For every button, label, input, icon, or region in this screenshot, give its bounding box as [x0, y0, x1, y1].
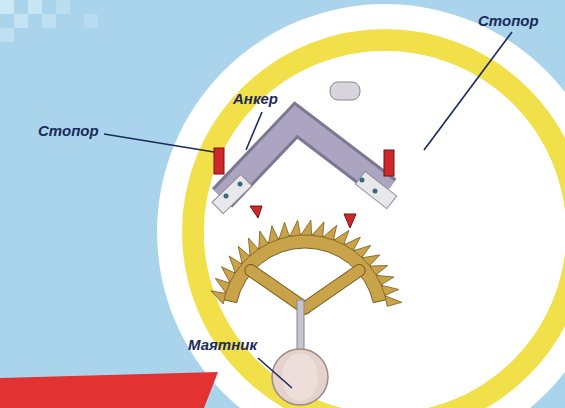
- pendulum: [272, 300, 328, 405]
- pallet: [344, 214, 356, 228]
- part-label: Маятник: [188, 336, 257, 354]
- leader-line: [258, 358, 292, 388]
- leader-line: [104, 134, 214, 152]
- stop-block: [384, 150, 394, 176]
- part-label: Стопор: [38, 122, 99, 140]
- part-label: Анкер: [233, 90, 278, 108]
- red-band: [0, 372, 218, 408]
- inner-disc: [204, 51, 565, 408]
- leader-line: [424, 32, 512, 150]
- part-label: Стопор: [478, 12, 539, 30]
- leader-lines: [104, 32, 512, 388]
- stop-block: [214, 148, 224, 174]
- pixel-decoration: [0, 0, 98, 42]
- anchor: [212, 82, 397, 228]
- escape-wheel: [211, 220, 402, 308]
- leader-line: [246, 112, 262, 150]
- pallet: [250, 206, 262, 218]
- outer-disc: [157, 4, 565, 408]
- pivot-pin: [330, 82, 360, 100]
